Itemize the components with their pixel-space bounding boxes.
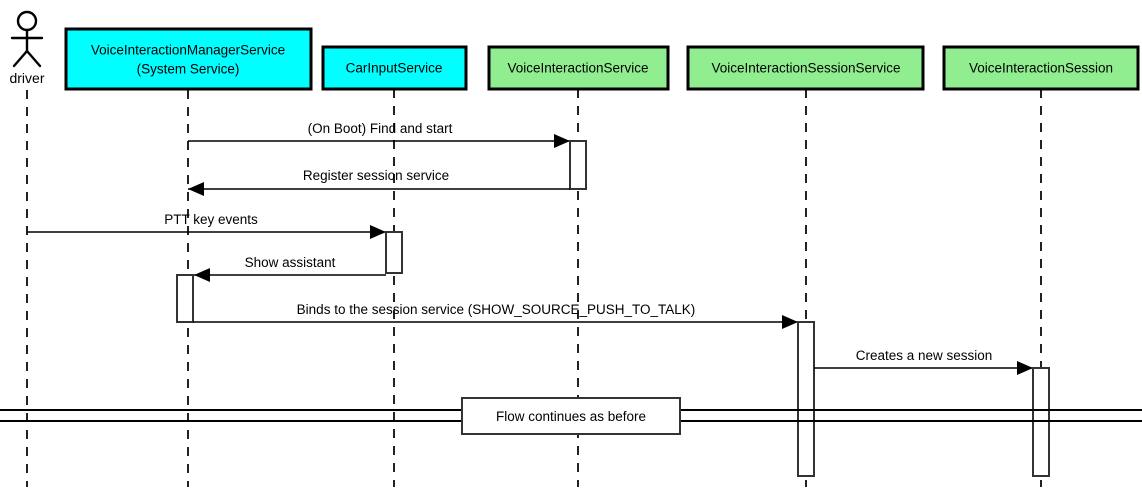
participant-label-vims-line2: (System Service) (137, 62, 240, 77)
participant-cis[interactable]: CarInputService (321, 45, 468, 91)
message-label-show-assistant: Show assistant (245, 255, 336, 270)
note-flow-continues: Flow continues as before (461, 397, 681, 435)
participant-label-vsession: VoiceInteractionSession (969, 61, 1113, 76)
participant-box-vims[interactable] (64, 27, 313, 91)
activation-bar-viss (797, 321, 815, 477)
participant-vims[interactable]: VoiceInteractionManagerService (System S… (64, 27, 313, 91)
participant-vsession[interactable]: VoiceInteractionSession (942, 45, 1140, 91)
actor-leg-left-icon (12, 49, 29, 68)
actor-leg-right-icon (25, 49, 42, 68)
participant-box-viss[interactable] (686, 45, 925, 91)
participant-label-vis: VoiceInteractionService (507, 61, 648, 76)
participant-label-cis: CarInputService (346, 61, 443, 76)
message-binds-to-the-session-service: Binds to the session service (SHOW_SOURC… (193, 302, 798, 329)
message-arrowhead-register-session-service (188, 182, 204, 196)
participant-vis[interactable]: VoiceInteractionService (487, 45, 670, 91)
message-creates-a-new-session: Creates a new session (814, 348, 1033, 375)
message-label-binds-to-the-session-service: Binds to the session service (SHOW_SOURC… (297, 302, 696, 317)
participant-label-viss: VoiceInteractionSessionService (711, 61, 900, 76)
participant-box-vis[interactable] (487, 45, 670, 91)
actor-driver: driver (9, 10, 45, 86)
message-label-creates-a-new-session: Creates a new session (856, 348, 993, 363)
message-show-assistant: Show assistant (194, 255, 386, 282)
message-on-boot-find-and-start: (On Boot) Find and start (188, 121, 570, 148)
message-arrowhead-on-boot-find-and-start (554, 134, 570, 148)
note-box-flow-continues (461, 397, 681, 435)
flow-divider (0, 409, 1142, 422)
participant-viss[interactable]: VoiceInteractionSessionService (686, 45, 925, 91)
actor-head-icon (16, 10, 38, 32)
message-arrowhead-binds-to-the-session-service (782, 315, 798, 329)
participant-label-vims-line1: VoiceInteractionManagerService (91, 43, 285, 58)
message-label-ptt-key-events: PTT key events (164, 212, 258, 227)
message-label-on-boot-find-and-start: (On Boot) Find and start (308, 121, 453, 136)
note-label-flow-continues: Flow continues as before (496, 409, 646, 424)
activation-bar-vims (176, 274, 194, 323)
activation-bar-cis (385, 231, 403, 274)
activation-bar-vis (569, 140, 587, 190)
message-arrowhead-ptt-key-events (370, 225, 386, 239)
participant-box-cis[interactable] (321, 45, 468, 91)
message-ptt-key-events: PTT key events (27, 212, 386, 239)
message-label-register-session-service: Register session service (303, 168, 449, 183)
message-arrowhead-creates-a-new-session (1017, 361, 1033, 375)
message-arrowhead-show-assistant (194, 268, 210, 282)
actor-label: driver (9, 70, 44, 86)
message-register-session-service: Register session service (188, 168, 570, 196)
participant-box-vsession[interactable] (942, 45, 1140, 91)
